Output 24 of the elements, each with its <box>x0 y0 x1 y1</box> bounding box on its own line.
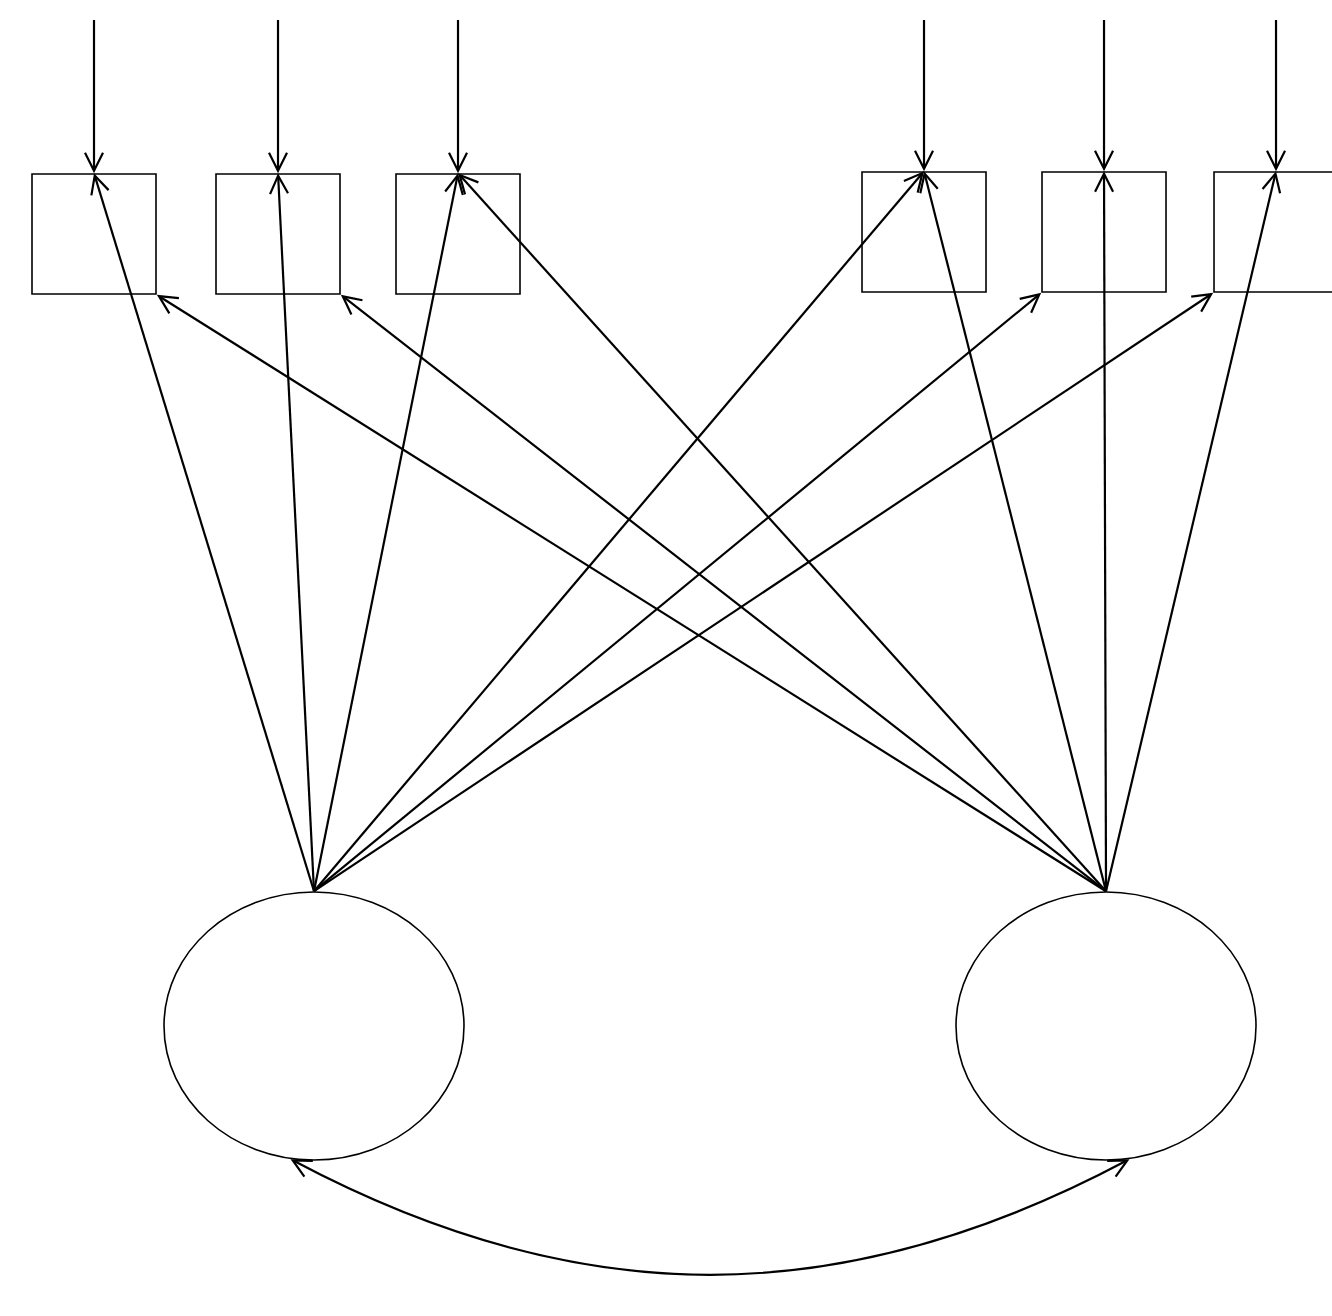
arrow <box>90 173 316 892</box>
arrow <box>313 171 925 892</box>
arrow <box>312 173 464 892</box>
arrow <box>313 292 1214 893</box>
arrow <box>1104 171 1282 892</box>
arrow <box>914 20 934 172</box>
arrow <box>919 171 1108 892</box>
arrow <box>269 173 316 892</box>
arrow <box>290 1159 1130 1276</box>
arrow <box>84 20 104 174</box>
arrow <box>1094 20 1114 172</box>
arrow <box>156 294 1107 893</box>
square-box <box>31 173 157 295</box>
square-box <box>215 173 341 295</box>
circle <box>163 891 465 1161</box>
circle <box>955 891 1257 1161</box>
arrow <box>448 20 468 174</box>
square-box <box>395 173 521 295</box>
arrow <box>458 173 1107 892</box>
square-box <box>861 171 987 293</box>
square-box <box>1041 171 1167 293</box>
arrow <box>1094 171 1115 892</box>
arrow <box>268 20 288 174</box>
arrow <box>1266 20 1286 172</box>
